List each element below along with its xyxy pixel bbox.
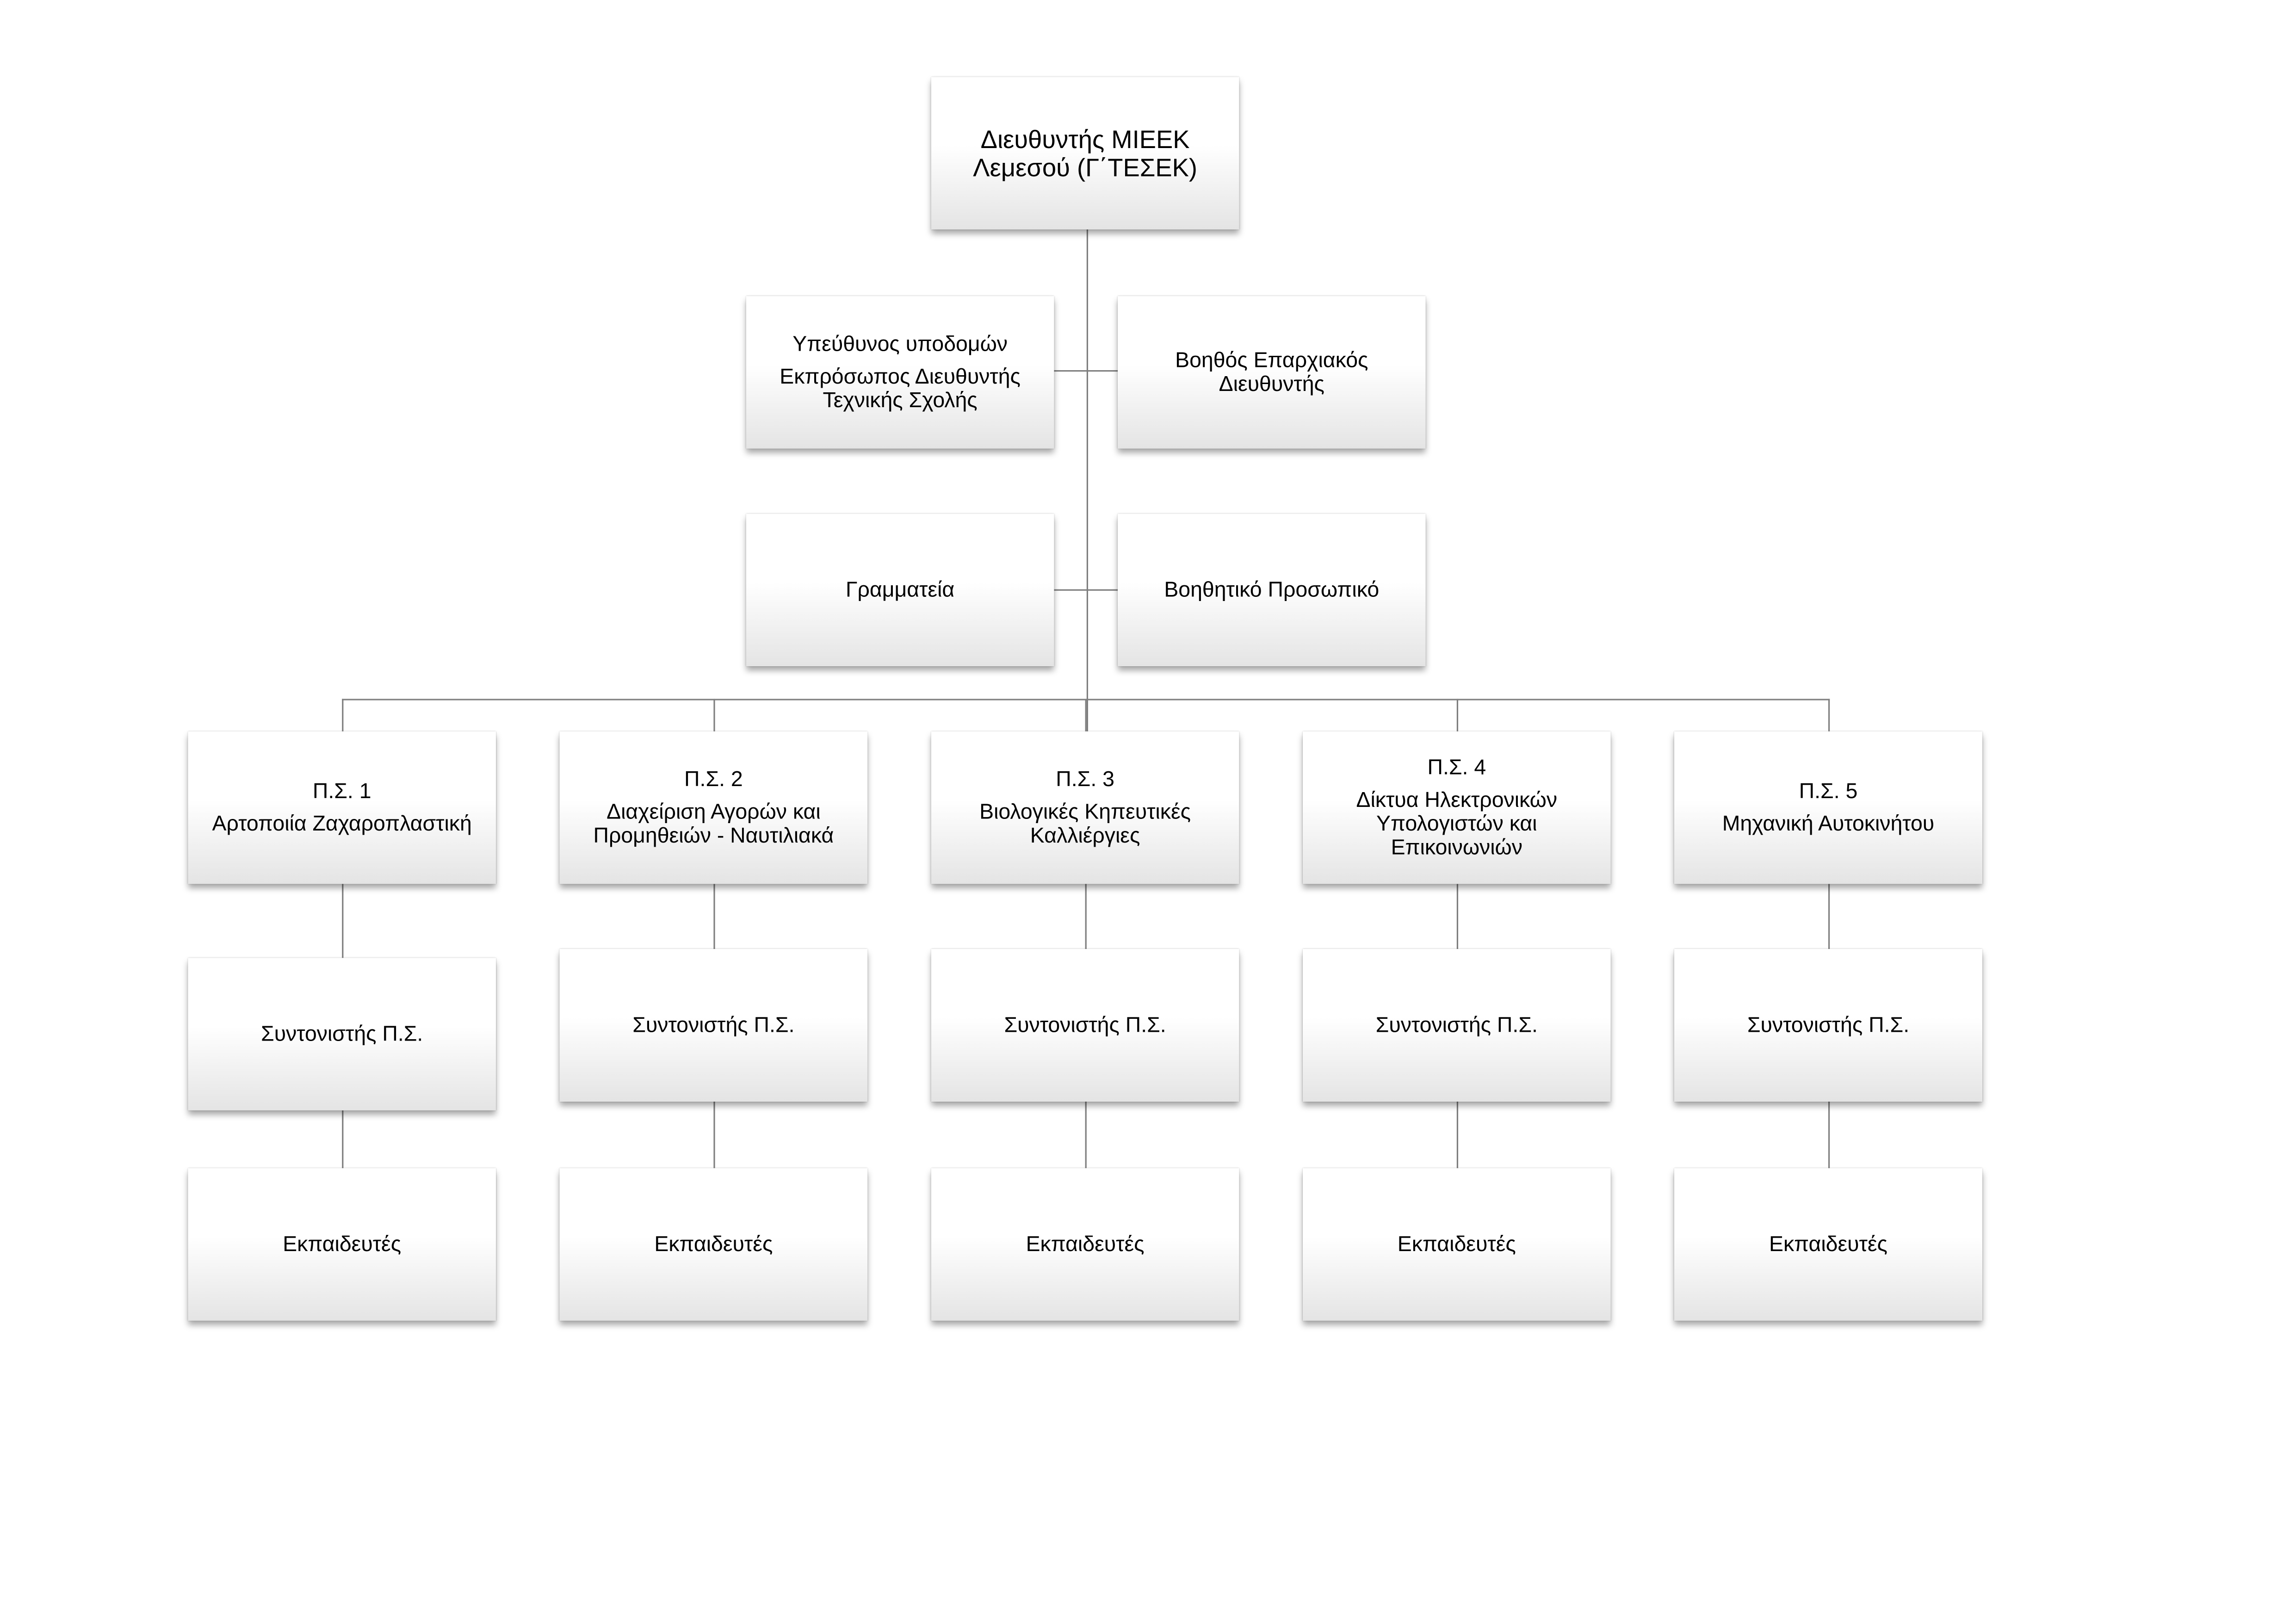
- infrastructure-line2: Εκπρόσωπος Διευθυντής: [780, 365, 1021, 389]
- connector-program-drop: [1084, 699, 1086, 731]
- trainers-box: Εκπαιδευτές: [1303, 1168, 1611, 1321]
- program-name-line: Δίκτυα Ηλεκτρονικών: [1356, 788, 1558, 812]
- program-name-line: Αρτοποιία Ζαχαροπλαστική: [212, 812, 472, 836]
- connector-row3: [1054, 589, 1118, 591]
- coordinator-label: Συντονιστής Π.Σ.: [1375, 1013, 1538, 1037]
- program-code: Π.Σ. 4: [1427, 756, 1486, 780]
- connector-program-drop: [1827, 699, 1830, 731]
- program-name-line: Μηχανική Αυτοκινήτου: [1722, 812, 1935, 836]
- connector-coordinator-trainers: [1827, 1101, 1830, 1168]
- program-code: Π.Σ. 2: [684, 768, 743, 792]
- coordinator-label: Συντονιστής Π.Σ.: [632, 1013, 795, 1037]
- trainers-label: Εκπαιδευτές: [283, 1233, 402, 1257]
- coordinator-label: Συντονιστής Π.Σ.: [1747, 1013, 1910, 1037]
- program-name-line: Διαχείριση Αγορών και: [606, 800, 821, 824]
- program-name-line: Προμηθειών - Ναυτιλιακά: [593, 824, 834, 848]
- connector-coordinator-trainers: [1456, 1101, 1458, 1168]
- coordinator-box: Συντονιστής Π.Σ.: [559, 949, 868, 1102]
- secretariat-label: Γραμματεία: [845, 578, 955, 602]
- director-line2: Λεμεσού (Γ΄ΤΕΣΕΚ): [973, 153, 1198, 181]
- coordinator-label: Συντονιστής Π.Σ.: [1004, 1013, 1166, 1037]
- program-name-line: Καλλιέργιες: [1030, 824, 1140, 848]
- coordinator-box: Συντονιστής Π.Σ.: [1303, 949, 1611, 1102]
- infrastructure-line1: Υπεύθυνος υποδομών: [792, 332, 1008, 356]
- auxiliary-staff-box: Βοηθητικό Προσωπικό: [1118, 514, 1426, 666]
- connector-program-coordinator: [1827, 884, 1830, 949]
- connector-program-drop: [341, 699, 343, 731]
- program-name-line: Επικοινωνιών: [1391, 836, 1522, 860]
- infrastructure-box: Υπεύθυνος υποδομών Εκπρόσωπος Διευθυντής…: [746, 296, 1054, 449]
- program-name-line: Βιολογικές Κηπευτικές: [979, 800, 1191, 824]
- connector-program-coordinator: [1456, 884, 1458, 949]
- director-box: Διευθυντής ΜΙΕΕΚ Λεμεσού (Γ΄ΤΕΣΕΚ): [931, 77, 1239, 229]
- director-line1: Διευθυντής ΜΙΕΕΚ: [980, 125, 1190, 154]
- infrastructure-line3: Τεχνικής Σχολής: [823, 389, 978, 413]
- trainers-label: Εκπαιδευτές: [1397, 1233, 1516, 1257]
- connector-main-trunk: [1086, 229, 1088, 731]
- connector-program-coordinator: [1084, 884, 1086, 949]
- program-name-line: Υπολογιστών και: [1376, 812, 1537, 836]
- trainers-label: Εκπαιδευτές: [1026, 1233, 1145, 1257]
- connector-coordinator-trainers: [712, 1101, 715, 1168]
- program-code: Π.Σ. 3: [1056, 768, 1114, 792]
- program-box: Π.Σ. 1 Αρτοποιία Ζαχαροπλαστική: [188, 731, 496, 884]
- coordinator-box: Συντονιστής Π.Σ.: [188, 958, 496, 1110]
- trainers-box: Εκπαιδευτές: [188, 1168, 496, 1321]
- connector-program-drop: [1456, 699, 1458, 731]
- coordinator-label: Συντονιστής Π.Σ.: [261, 1022, 423, 1046]
- assistant-director-box: Βοηθός Επαρχιακός Διευθυντής: [1118, 296, 1426, 449]
- program-box: Π.Σ. 5 Μηχανική Αυτοκινήτου: [1674, 731, 1982, 884]
- program-code: Π.Σ. 1: [312, 779, 371, 803]
- connector-program-drop: [712, 699, 715, 731]
- connector-program-coordinator: [712, 884, 715, 949]
- assistant-director-line1: Βοηθός Επαρχιακός: [1175, 348, 1368, 372]
- trainers-box: Εκπαιδευτές: [559, 1168, 868, 1321]
- program-code: Π.Σ. 5: [1799, 779, 1858, 803]
- coordinator-box: Συντονιστής Π.Σ.: [1674, 949, 1982, 1102]
- coordinator-box: Συντονιστής Π.Σ.: [931, 949, 1239, 1102]
- trainers-box: Εκπαιδευτές: [931, 1168, 1239, 1321]
- connector-row2: [1054, 370, 1118, 372]
- auxiliary-staff-label: Βοηθητικό Προσωπικό: [1164, 578, 1380, 602]
- secretariat-box: Γραμματεία: [746, 514, 1054, 666]
- assistant-director-line2: Διευθυντής: [1219, 372, 1324, 396]
- trainers-box: Εκπαιδευτές: [1674, 1168, 1982, 1321]
- connector-program-coordinator: [341, 884, 343, 958]
- connector-coordinator-trainers: [341, 1110, 343, 1168]
- trainers-label: Εκπαιδευτές: [1769, 1233, 1888, 1257]
- connector-coordinator-trainers: [1084, 1101, 1086, 1168]
- trainers-label: Εκπαιδευτές: [654, 1233, 773, 1257]
